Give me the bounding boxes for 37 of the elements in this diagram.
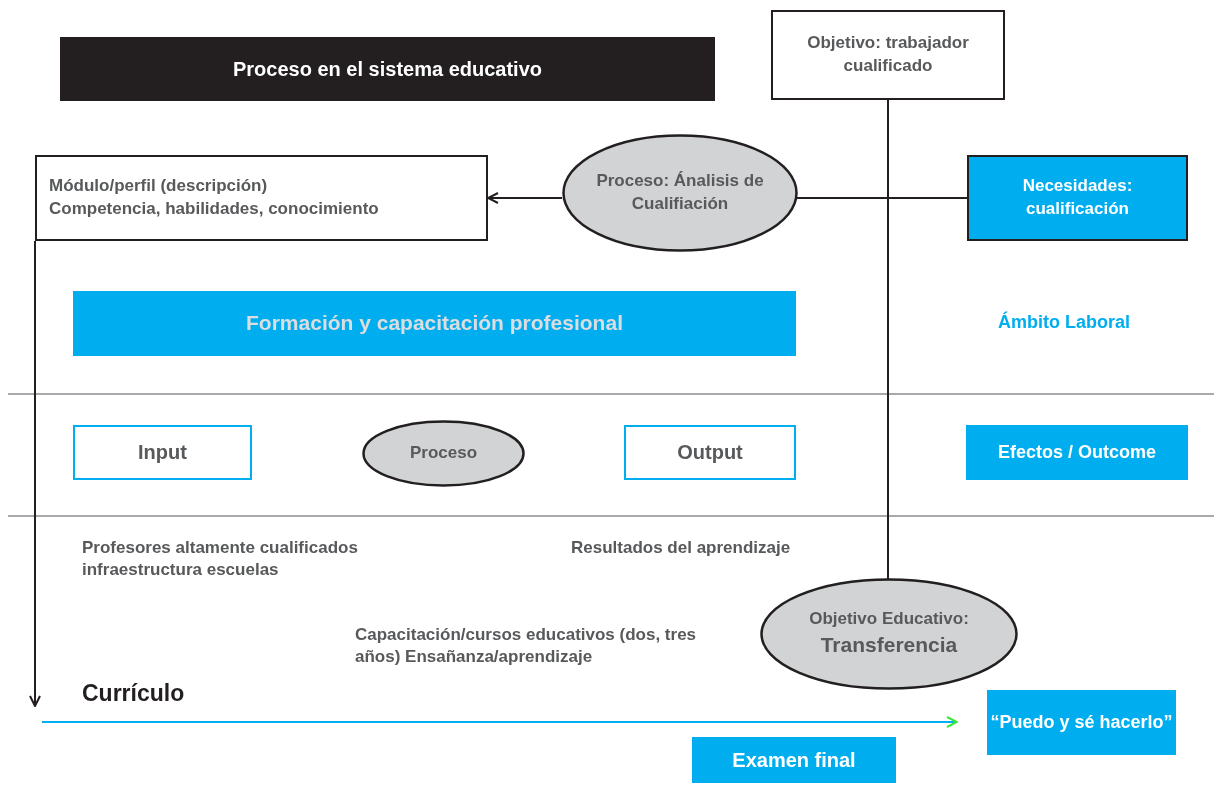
- node-text: Formación y capacitación profesional: [246, 310, 623, 337]
- node-text: Objetivo: trabajador cualificado: [806, 32, 970, 77]
- tag-box: [966, 425, 1188, 480]
- node-text: “Puedo y sé hacerlo”: [990, 711, 1173, 735]
- node-text: Competencia, habilidades, conocimiento: [49, 198, 379, 220]
- connector-line: [796, 197, 968, 199]
- node-text: Objetivo Educativo:: [809, 608, 969, 631]
- label-text: Capacitación/cursos educativos (dos, tres años) Ensañanza/aprendizaje: [355, 624, 698, 669]
- ellipse-node: [362, 420, 525, 487]
- band: [73, 291, 796, 356]
- text-box: [771, 10, 1005, 100]
- title-banner: Proceso en el sistema educativo: [60, 37, 715, 101]
- label-text: Profesores altamente cualificados infraestructura escuelas: [82, 537, 359, 582]
- outlined-box: [73, 425, 252, 480]
- tag-box: [692, 737, 896, 783]
- highlight-box: [967, 155, 1188, 241]
- connector-line: [887, 99, 889, 580]
- tag-box: [987, 690, 1176, 755]
- node-text: Necesidades: cualificación: [1021, 175, 1134, 220]
- node-text: Input: [138, 440, 187, 465]
- label-text: Ámbito Laboral: [998, 311, 1130, 334]
- ellipse-node: [760, 578, 1018, 690]
- label-text: Resultados del aprendizaje: [571, 537, 791, 559]
- label-text: Currículo: [82, 679, 185, 708]
- ellipse-node: [562, 134, 798, 252]
- node-text: Proceso: Ánalisis de Cualifiación: [595, 170, 765, 215]
- arrow: [29, 240, 41, 707]
- node-text: Módulo/perfil (descripción): [49, 175, 268, 198]
- node-text: Efectos / Outcome: [997, 441, 1156, 465]
- node-text: Output: [677, 440, 743, 465]
- node-text: Examen final: [732, 747, 856, 773]
- outlined-box: [624, 425, 796, 480]
- arrow: [487, 192, 563, 204]
- text-box: [35, 155, 488, 241]
- arrow: [41, 716, 958, 728]
- node-text: Transferencia: [820, 632, 958, 659]
- node-text: Proceso: [409, 442, 478, 465]
